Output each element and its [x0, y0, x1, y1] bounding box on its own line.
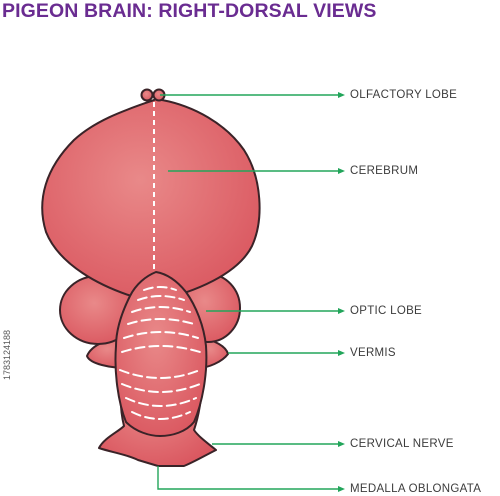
leader-medalla-oblongata [157, 466, 338, 490]
stock-id: 1783124188 [2, 329, 12, 380]
olfactory-lobe-left [140, 88, 154, 102]
page-title: PIGEON BRAIN: RIGHT-DORSAL VIEWS [2, 0, 377, 22]
label-olfactory-lobe: OLFACTORY LOBE [350, 89, 458, 101]
label-medalla-oblongata: MEDALLA OBLONGATA [350, 483, 482, 495]
cerebrum-shape [41, 97, 261, 303]
leader-lines [157, 92, 345, 492]
label-vermis: VERMIS [350, 347, 396, 359]
vermis-shape [114, 271, 208, 437]
vermis-folds [119, 286, 201, 420]
label-cervical-nerve: CERVICAL NERVE [350, 438, 454, 450]
label-cerebrum: CEREBRUM [350, 165, 419, 177]
label-optic-lobe: OPTIC LOBE [350, 305, 423, 317]
